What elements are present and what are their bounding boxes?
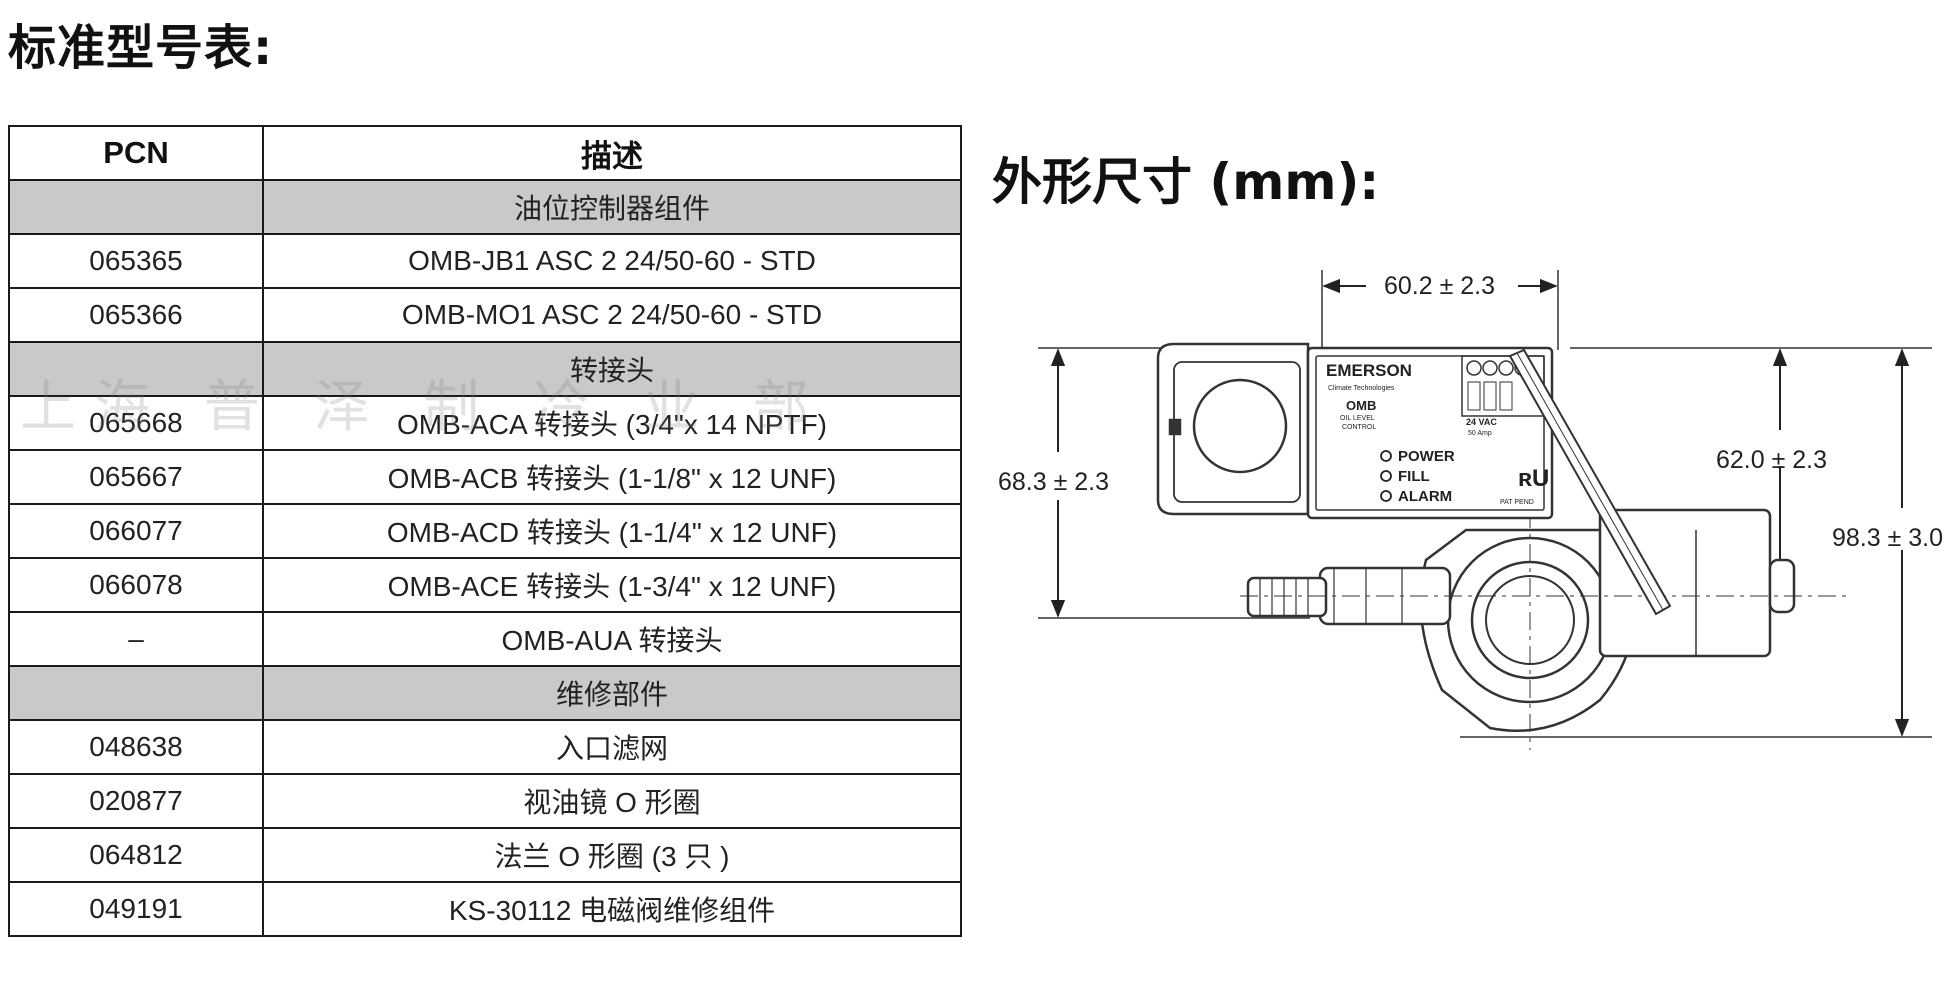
dimension-width-label: 60.2 ± 2.3 — [1384, 272, 1496, 300]
dimension-height-outer-label: 98.3 ± 3.0 — [1832, 524, 1944, 552]
table-row: 065667 OMB-ACB 转接头 (1-1/8" x 12 UNF) — [8, 449, 962, 505]
description-header: 描述 — [262, 125, 962, 181]
device-body — [1156, 342, 1850, 750]
table-row: 065366 OMB-MO1 ASC 2 24/50-60 - STD — [8, 287, 962, 343]
section-row: 油位控制器组件 — [8, 179, 962, 235]
description-cell: 法兰 O 形圈 (3 只 ) — [262, 827, 962, 883]
device-model-sub: CONTROL — [1342, 424, 1376, 431]
indicator-power: POWER — [1380, 448, 1455, 465]
pcn-cell: 020877 — [8, 773, 264, 829]
dimension-height-left-label: 68.3 ± 2.3 — [998, 468, 1110, 496]
table-header-row: PCN 描述 — [8, 125, 962, 181]
pcn-cell: 065366 — [8, 287, 264, 343]
device-current: 50 Amp — [1468, 430, 1492, 437]
table-row: 066078 OMB-ACE 转接头 (1-3/4" x 12 UNF) — [8, 557, 962, 613]
pcn-cell: 066078 — [8, 557, 264, 613]
device-labels: EMERSON Climate Technologies OMB OIL LEV… — [1326, 361, 1549, 506]
indicator-alarm: ALARM — [1380, 488, 1452, 505]
device-brand-sub: Climate Technologies — [1328, 385, 1395, 392]
description-cell: KS-30112 电磁阀维修组件 — [262, 881, 962, 937]
description-cell: OMB-AUA 转接头 — [262, 611, 962, 667]
pcn-cell: 066077 — [8, 503, 264, 559]
model-table: PCN 描述 油位控制器组件 065365 OMB-JB1 ASC 2 24/5… — [8, 125, 962, 937]
pcn-cell — [8, 665, 264, 721]
page-title: 标准型号表: — [8, 20, 274, 76]
indicator-fill: FILL — [1380, 468, 1430, 485]
pcn-header: PCN — [8, 125, 264, 181]
svg-text:ALARM: ALARM — [1398, 488, 1452, 505]
pcn-cell: 065668 — [8, 395, 264, 451]
pcn-cell: 065667 — [8, 449, 264, 505]
description-cell: OMB-JB1 ASC 2 24/50-60 - STD — [262, 233, 962, 289]
svg-text:POWER: POWER — [1398, 448, 1455, 465]
section-title: 转接头 — [262, 341, 962, 397]
device-voltage: 24 VAC — [1466, 417, 1497, 427]
description-cell: OMB-ACA 转接头 (3/4"x 14 NPTF) — [262, 395, 962, 451]
section-row: 维修部件 — [8, 665, 962, 721]
section-row: 转接头 — [8, 341, 962, 397]
table-row: 020877 视油镜 O 形圈 — [8, 773, 962, 829]
device-cert: ʀU — [1518, 465, 1549, 492]
device-model-sub: OIL LEVEL — [1340, 415, 1375, 422]
dimensions-title: 外形尺寸 (mm): — [992, 153, 1380, 211]
description-cell: OMB-MO1 ASC 2 24/50-60 - STD — [262, 287, 962, 343]
device-model: OMB — [1346, 398, 1376, 413]
description-cell: OMB-ACB 转接头 (1-1/8" x 12 UNF) — [262, 449, 962, 505]
description-cell: 入口滤网 — [262, 719, 962, 775]
table-row: 065668 OMB-ACA 转接头 (3/4"x 14 NPTF) — [8, 395, 962, 451]
description-cell: OMB-ACE 转接头 (1-3/4" x 12 UNF) — [262, 557, 962, 613]
dimension-arrows — [1050, 278, 1910, 737]
pcn-cell: 065365 — [8, 233, 264, 289]
device-brand: EMERSON — [1326, 361, 1412, 380]
pcn-cell: 049191 — [8, 881, 264, 937]
table-row: 065365 OMB-JB1 ASC 2 24/50-60 - STD — [8, 233, 962, 289]
table-row: – OMB-AUA 转接头 — [8, 611, 962, 667]
table-row: 049191 KS-30112 电磁阀维修组件 — [8, 881, 962, 937]
table-row: 064812 法兰 O 形圈 (3 只 ) — [8, 827, 962, 883]
dimension-height-inner-label: 62.0 ± 2.3 — [1716, 446, 1828, 474]
table-row: 048638 入口滤网 — [8, 719, 962, 775]
description-cell: 视油镜 O 形圈 — [262, 773, 962, 829]
pcn-cell: – — [8, 611, 264, 667]
pcn-cell: 064812 — [8, 827, 264, 883]
pcn-cell: 048638 — [8, 719, 264, 775]
device-drawing: EMERSON Climate Technologies OMB OIL LEV… — [1038, 270, 1932, 750]
section-title: 油位控制器组件 — [262, 179, 962, 235]
section-title: 维修部件 — [262, 665, 962, 721]
svg-text:FILL: FILL — [1398, 468, 1430, 485]
pcn-cell — [8, 179, 264, 235]
pcn-cell — [8, 341, 264, 397]
table-row: 066077 OMB-ACD 转接头 (1-1/4" x 12 UNF) — [8, 503, 962, 559]
description-cell: OMB-ACD 转接头 (1-1/4" x 12 UNF) — [262, 503, 962, 559]
device-cert-sub: PAT PEND — [1500, 499, 1534, 506]
